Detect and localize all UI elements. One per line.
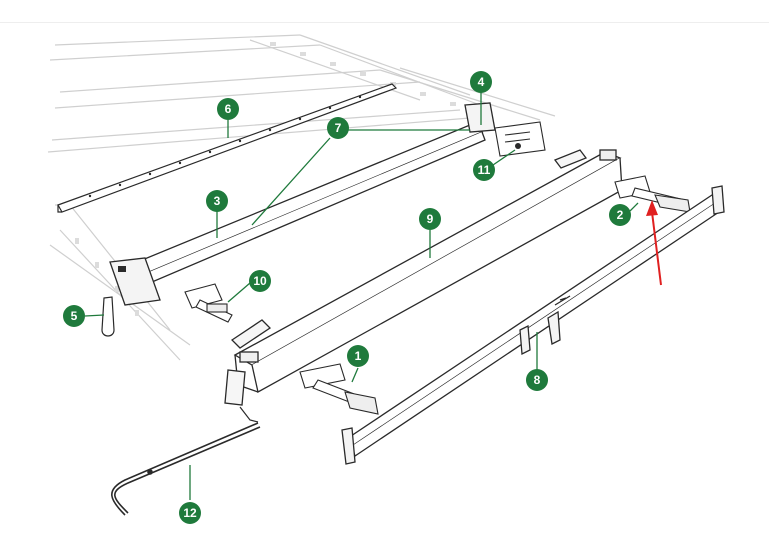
red-arrow	[646, 200, 662, 286]
svg-text:1: 1	[355, 349, 362, 363]
leader-2	[629, 202, 639, 212]
leader-1	[351, 367, 359, 383]
arrowhead-icon	[646, 200, 658, 216]
part-10-bracket	[184, 283, 233, 323]
callout-6: 6	[217, 98, 239, 120]
part-11-bracket	[494, 121, 546, 157]
leader-7b	[251, 137, 331, 226]
part-3-beam	[109, 102, 496, 306]
svg-text:4: 4	[478, 75, 485, 89]
callout-7: 7	[327, 117, 349, 139]
svg-text:11: 11	[478, 163, 491, 177]
svg-text:5: 5	[71, 309, 78, 323]
callout-12: 12	[179, 502, 201, 524]
callout-11: 11	[473, 159, 495, 181]
svg-text:12: 12	[183, 506, 197, 520]
svg-text:2: 2	[617, 208, 624, 222]
callout-9: 9	[419, 208, 441, 230]
callout-10: 10	[249, 270, 271, 292]
callout-1: 1	[347, 345, 369, 367]
svg-text:8: 8	[534, 373, 541, 387]
part-5-strap	[101, 296, 115, 337]
part-2-bracket	[614, 175, 691, 213]
leader-lines	[84, 92, 639, 500]
background-frame	[47, 34, 556, 361]
part-6-rail	[57, 83, 398, 213]
callout-4: 4	[470, 71, 492, 93]
part-1-bracket	[299, 363, 379, 415]
svg-text:9: 9	[427, 212, 434, 226]
svg-text:6: 6	[225, 102, 232, 116]
svg-text:7: 7	[335, 121, 342, 135]
callout-2: 2	[609, 204, 631, 226]
part-9-box-beam	[224, 149, 623, 406]
leader-11	[492, 149, 516, 166]
part-8-tube	[341, 185, 725, 465]
leader-10	[227, 282, 251, 303]
callout-3: 3	[206, 190, 228, 212]
svg-text:10: 10	[253, 274, 267, 288]
part-12-handle	[111, 406, 261, 516]
svg-text:3: 3	[214, 194, 221, 208]
callout-5: 5	[63, 305, 85, 327]
callout-8: 8	[526, 369, 548, 391]
leader-5	[84, 314, 105, 317]
top-bar	[0, 0, 769, 23]
